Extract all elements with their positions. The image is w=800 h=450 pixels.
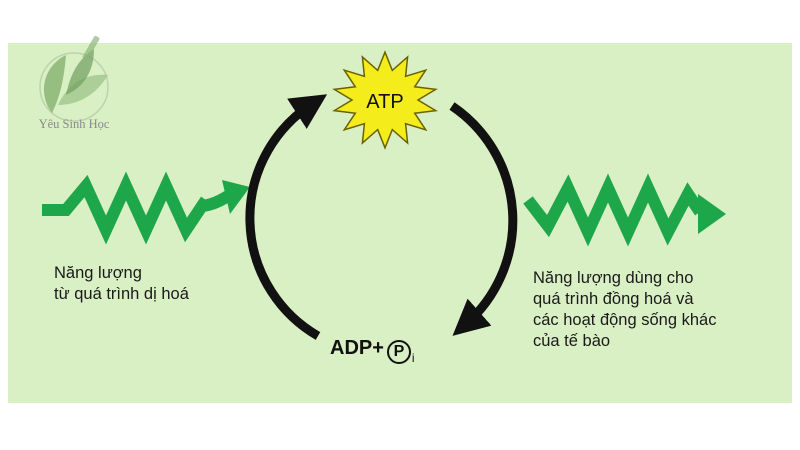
phosphate-circle-icon: P: [386, 340, 411, 364]
atp-star: ATP: [332, 50, 438, 150]
adp-text: ADP: [330, 337, 373, 359]
atp-label: ATP: [366, 91, 403, 113]
energy-output-label-line: các hoạt động sống khác: [533, 311, 717, 329]
energy-output-label: Năng lượng dùng cho quá trình đồng hoá v…: [533, 268, 716, 352]
cycle-arrow-left: [245, 94, 328, 340]
energy-output-arrowhead: [698, 194, 726, 234]
energy-input-label-line: Năng lượng: [54, 264, 142, 282]
phosphate-subscript: i: [411, 351, 415, 365]
logo-leaf-icon: [39, 35, 109, 122]
energy-output-zigzag: [523, 173, 705, 247]
energy-output-label-line: quá trình đồng hoá và: [533, 290, 694, 308]
plus-sign: +: [372, 337, 384, 359]
energy-input-arrow: [42, 171, 250, 245]
energy-output-label-line: của tế bào: [533, 332, 611, 350]
energy-output-arrow: [523, 173, 726, 247]
atp-star-shape: [332, 50, 438, 150]
energy-input-label-line: từ quá trình dị hoá: [54, 285, 189, 303]
energy-input-label: Năng lượng từ quá trình dị hoá: [54, 263, 189, 305]
cycle-arrow-right: [449, 102, 518, 336]
watermark-text: Yêu Sinh Học: [38, 117, 110, 131]
energy-output-label-line: Năng lượng dùng cho: [533, 269, 694, 287]
energy-input-arrowhead: [222, 180, 250, 214]
energy-input-zigzag: [42, 171, 211, 245]
energy-input-curve: [199, 190, 232, 212]
